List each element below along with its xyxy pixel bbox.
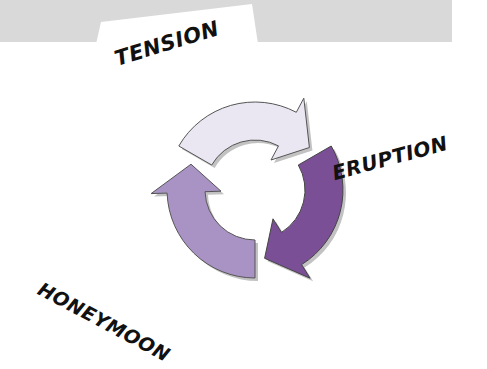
cycle-arrow xyxy=(179,98,310,165)
cycle-arrow xyxy=(151,164,255,278)
stage-label: ERUPTION xyxy=(330,133,450,183)
stage-label: HONEYMOON xyxy=(35,279,173,364)
